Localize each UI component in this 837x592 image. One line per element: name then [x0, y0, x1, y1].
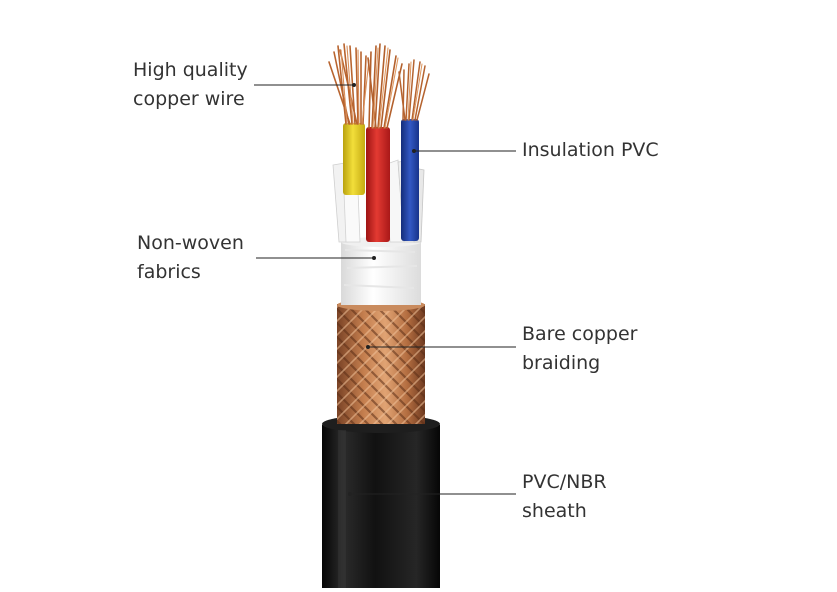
red-conductor	[366, 127, 390, 242]
label-sheath-line-2: sheath	[522, 500, 587, 522]
label-insulation: Insulation PVC	[522, 136, 659, 165]
copper-wire-strands	[328, 43, 430, 129]
label-non-woven-line-2: fabrics	[137, 261, 201, 283]
non-woven-fabric-tape	[341, 237, 421, 305]
label-braiding-line-2: braiding	[522, 352, 601, 374]
leader-dot-braiding	[366, 345, 370, 349]
blue-conductor	[401, 119, 419, 241]
label-copper-wire-line-2: copper wire	[133, 88, 245, 110]
label-braiding-line-1: Bare copper	[522, 323, 638, 345]
leader-dots	[348, 83, 416, 496]
leader-dot-non-woven	[372, 256, 376, 260]
label-non-woven: Non-woven fabrics	[137, 229, 244, 287]
label-insulation-line-1: Insulation PVC	[522, 139, 659, 161]
pvc-nbr-sheath	[322, 415, 440, 588]
label-copper-wire-line-1: High quality	[133, 59, 248, 81]
leader-dot-insulation	[412, 149, 416, 153]
bare-copper-braiding	[337, 299, 425, 424]
label-sheath-line-1: PVC/NBR	[522, 471, 607, 493]
label-sheath: PVC/NBR sheath	[522, 468, 607, 526]
label-copper-wire: High quality copper wire	[133, 56, 248, 114]
leader-dot-sheath	[348, 492, 352, 496]
label-braiding: Bare copper braiding	[522, 320, 638, 378]
yellow-conductor	[343, 123, 365, 195]
leader-lines	[254, 84, 516, 495]
label-non-woven-line-1: Non-woven	[137, 232, 244, 254]
leader-dot-copper-wire	[352, 83, 356, 87]
